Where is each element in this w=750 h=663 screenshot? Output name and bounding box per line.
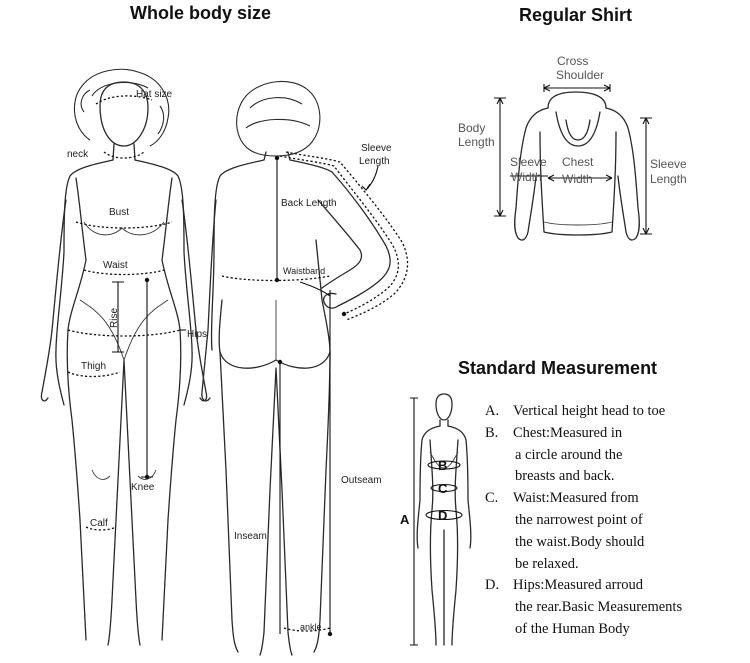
whole-body-title: Whole body size — [130, 3, 272, 23]
small-letter-c: C — [438, 481, 448, 496]
std-letter: B. — [485, 424, 499, 441]
neck-label: neck — [67, 149, 89, 160]
cross-shoulder-label-2: Shoulder — [556, 68, 604, 82]
std-line: breasts and back. — [515, 468, 615, 485]
sleeve-length-label-2: Length — [359, 156, 390, 167]
inseam-label: Inseam — [234, 531, 267, 542]
small-letter-b: B — [438, 458, 447, 473]
std-line: Chest:Measured in — [513, 424, 623, 441]
front-measurements — [67, 95, 186, 531]
std-line: Hips:Measured arroud — [513, 577, 644, 594]
back-figure — [201, 80, 391, 656]
bust-label: Bust — [109, 207, 129, 218]
front-figure — [40, 68, 208, 646]
rise-label: Rise — [109, 308, 120, 328]
back-measurements — [221, 151, 409, 637]
body-length-label-1: Body — [458, 121, 485, 135]
std-letter: A. — [485, 403, 500, 419]
sleeve-width-label-1: Sleeve — [510, 155, 547, 169]
std-item-d: D. Hips:Measured arroud the rear.Basic Me… — [485, 575, 747, 640]
standard-measurement-title: Standard Measurement — [458, 358, 658, 378]
std-line: of the Human Body — [515, 620, 630, 637]
chest-width-label-2: Width — [562, 172, 593, 186]
hips-label: Hips — [187, 329, 207, 340]
back-length-label: Back Length — [281, 198, 337, 209]
body-length-label-2: Length — [458, 135, 495, 149]
cross-shoulder-label-1: Cross — [557, 54, 588, 68]
shirt-drawing — [514, 91, 640, 241]
small-letter-a: A — [400, 512, 410, 527]
thigh-label: Thigh — [81, 361, 106, 372]
sleeve-length-shirt-label-2: Length — [650, 172, 687, 186]
std-item-c: C. Waist:Measured from the narrowest poin… — [485, 488, 747, 575]
std-line: the waist.Body should — [515, 533, 645, 550]
std-line: be relaxed. — [515, 555, 579, 572]
waistband-label: Waistband — [283, 266, 325, 276]
sleeve-width-label-2: Width — [511, 170, 542, 184]
chest-width-label-1: Chest — [562, 155, 594, 169]
small-letter-d: D — [438, 508, 447, 523]
std-line: the narrowest point of — [515, 511, 643, 528]
std-line: Vertical height head to toe — [513, 403, 666, 419]
std-letter: C. — [485, 490, 499, 507]
calf-label: Calf — [90, 518, 108, 529]
std-line: a circle around the — [515, 446, 623, 463]
sleeve-length-label-1: Sleeve — [361, 143, 392, 154]
std-line: the rear.Basic Measurements — [515, 599, 683, 616]
waist-label: Waist — [103, 260, 128, 271]
std-letter: D. — [485, 577, 500, 594]
std-item-a: A. Vertical height head to toe — [485, 401, 747, 423]
small-figure-measurements — [410, 397, 463, 646]
outseam-label: Outseam — [341, 475, 382, 486]
regular-shirt-title: Regular Shirt — [519, 5, 633, 25]
sleeve-length-shirt-label-1: Sleeve — [650, 157, 687, 171]
std-item-b: B.Chest:Measured in a circle around the … — [485, 423, 747, 488]
knee-label: Knee — [131, 482, 155, 493]
std-line: Waist:Measured from — [513, 490, 639, 507]
standard-measurement-list: A. Vertical height head to toe B. Chest:Me… — [485, 401, 747, 641]
hat-size-label: Hat size — [136, 89, 173, 100]
shirt-measurements — [494, 84, 652, 235]
small-figure — [416, 393, 472, 646]
ankle-label: ankle — [300, 622, 322, 632]
